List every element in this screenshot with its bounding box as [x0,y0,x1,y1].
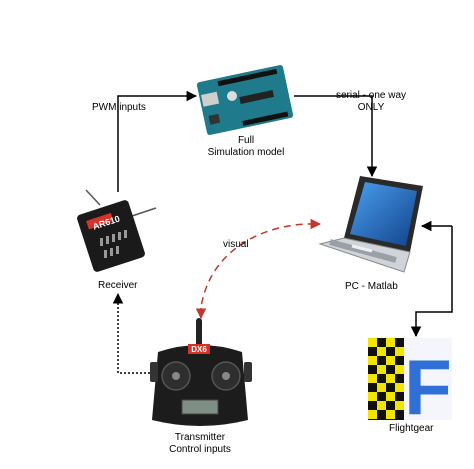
serial-label-line2: ONLY [357,102,385,113]
serial-label: serial - one way ONLY [326,90,416,114]
flightgear-logo-letter: F [404,343,452,431]
pc-matlab-label: PC - Matlab [345,281,398,292]
receiver-label: Receiver [98,280,138,291]
flightgear-logo-icon [368,338,452,420]
model-label-line1: Full [237,135,255,146]
laptop-icon [318,176,423,273]
simulation-model-label: Full Simulation model [196,135,296,159]
serial-arrow [294,95,378,178]
model-label-line2: Simulation model [207,147,285,158]
receiver-icon [77,189,157,272]
serial-label-line1: serial - one way [335,90,407,101]
arduino-board-icon [196,65,294,135]
transmitter-label-line1: Transmitter [174,432,226,443]
pwm-inputs-label: PWM inputs [92,102,146,113]
visual-arrow [199,223,319,317]
transmitter-icon [150,318,252,426]
flightgear-label: Flightgear [389,423,434,434]
flightgear-arrow [415,225,453,336]
transmitter-label-line2: Control inputs [169,444,231,455]
visual-label: visual [223,239,249,250]
pwm-arrow [117,90,198,192]
transmitter-brand-text: DX6 [191,345,207,354]
transmitter-to-receiver-arrow [112,292,150,374]
transmitter-label: Transmitter Control inputs [150,432,250,456]
